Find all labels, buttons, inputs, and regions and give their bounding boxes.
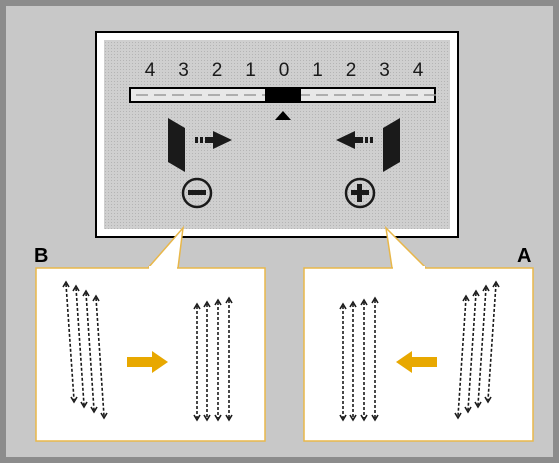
callout-label-b: B: [34, 245, 48, 267]
stitch-peak: [349, 300, 357, 308]
shift-right-icon: [168, 118, 232, 172]
stitch-peak: [482, 284, 490, 292]
stitch-peak: [203, 300, 211, 308]
minus-circle-icon[interactable]: [181, 177, 213, 209]
stitch-peak: [472, 289, 480, 297]
stitch-valley: [360, 414, 368, 422]
right-arrow-icon: [152, 351, 168, 373]
stitch-valley: [371, 414, 379, 422]
callout-a: A: [303, 225, 534, 442]
scale-tick-label: 0: [279, 60, 290, 81]
stitch-valley: [70, 396, 78, 404]
stitch-peak: [225, 296, 233, 304]
callout-a-frame: [303, 267, 534, 442]
stitch-peak: [339, 302, 347, 310]
stitch-valley: [454, 412, 462, 420]
straight-stitch-group: [339, 296, 379, 422]
scale-tick-label: 1: [245, 60, 256, 81]
stitch-valley: [225, 414, 233, 422]
left-arrow-icon: [336, 131, 355, 149]
stitch-block-left-icon: [168, 118, 185, 172]
scale-tick-label: 3: [178, 60, 189, 81]
stitch-valley: [203, 414, 211, 422]
center-marker-triangle-icon: [275, 111, 291, 120]
scale-tick-label: 3: [379, 60, 390, 81]
scale-tick-label: 1: [312, 60, 323, 81]
callout-b: B: [34, 225, 266, 442]
stitch-line: [467, 292, 477, 411]
stitch-peak: [82, 289, 90, 297]
stitch-peak: [72, 284, 80, 292]
callout-a-arrow: [396, 351, 437, 373]
stitch-valley: [484, 396, 492, 404]
stitch-line: [477, 287, 487, 406]
scale-indicator: [265, 87, 301, 103]
stitch-line: [487, 283, 497, 401]
stitch-peak: [193, 302, 201, 310]
callout-b-arrow: [127, 351, 168, 373]
stitch-peak: [492, 280, 500, 288]
stitch-peak: [462, 294, 470, 302]
stitch-valley: [80, 401, 88, 409]
stitch-peak: [371, 296, 379, 304]
lcd-screen: 4 3 2 1 0 1 2 3 4: [95, 31, 459, 238]
stitch-peak: [92, 294, 100, 302]
stitch-peak: [360, 298, 368, 306]
plus-button[interactable]: [344, 177, 376, 209]
scale-tick-label: 4: [413, 60, 424, 81]
stitch-line: [85, 292, 95, 411]
stitch-peak: [214, 298, 222, 306]
stitch-peak: [62, 280, 70, 288]
scale-tick-label: 4: [145, 60, 156, 81]
scale-bar: [129, 87, 436, 120]
left-arrow-icon: [396, 351, 412, 373]
stitch-valley: [339, 414, 347, 422]
callout-b-frame: [35, 267, 266, 442]
slanted-stitch-group: [62, 280, 108, 420]
callout-b-pointer: [147, 225, 185, 269]
scale-tick-label: 2: [346, 60, 357, 81]
stitch-valley: [90, 406, 98, 414]
stitch-valley: [214, 414, 222, 422]
stitch-valley: [474, 401, 482, 409]
stitch-block-right-icon: [383, 118, 400, 172]
callout-a-pointer: [384, 225, 427, 269]
shift-left-icon: [336, 118, 400, 172]
stitch-valley: [193, 414, 201, 422]
right-arrow-icon: [213, 131, 232, 149]
stitch-valley: [349, 414, 357, 422]
stitch-valley: [100, 412, 108, 420]
plus-circle-icon[interactable]: [344, 177, 376, 209]
scale-tick-label: 2: [212, 60, 223, 81]
stitch-line: [65, 283, 75, 401]
straight-stitch-group: [193, 296, 233, 422]
slanted-stitch-group: [454, 280, 500, 420]
callout-label-a: A: [517, 245, 531, 267]
scale-tick-labels: 4 3 2 1 0 1 2 3 4: [145, 60, 424, 81]
stitch-valley: [464, 406, 472, 414]
stitch-line: [75, 287, 85, 406]
minus-button[interactable]: [181, 177, 213, 209]
